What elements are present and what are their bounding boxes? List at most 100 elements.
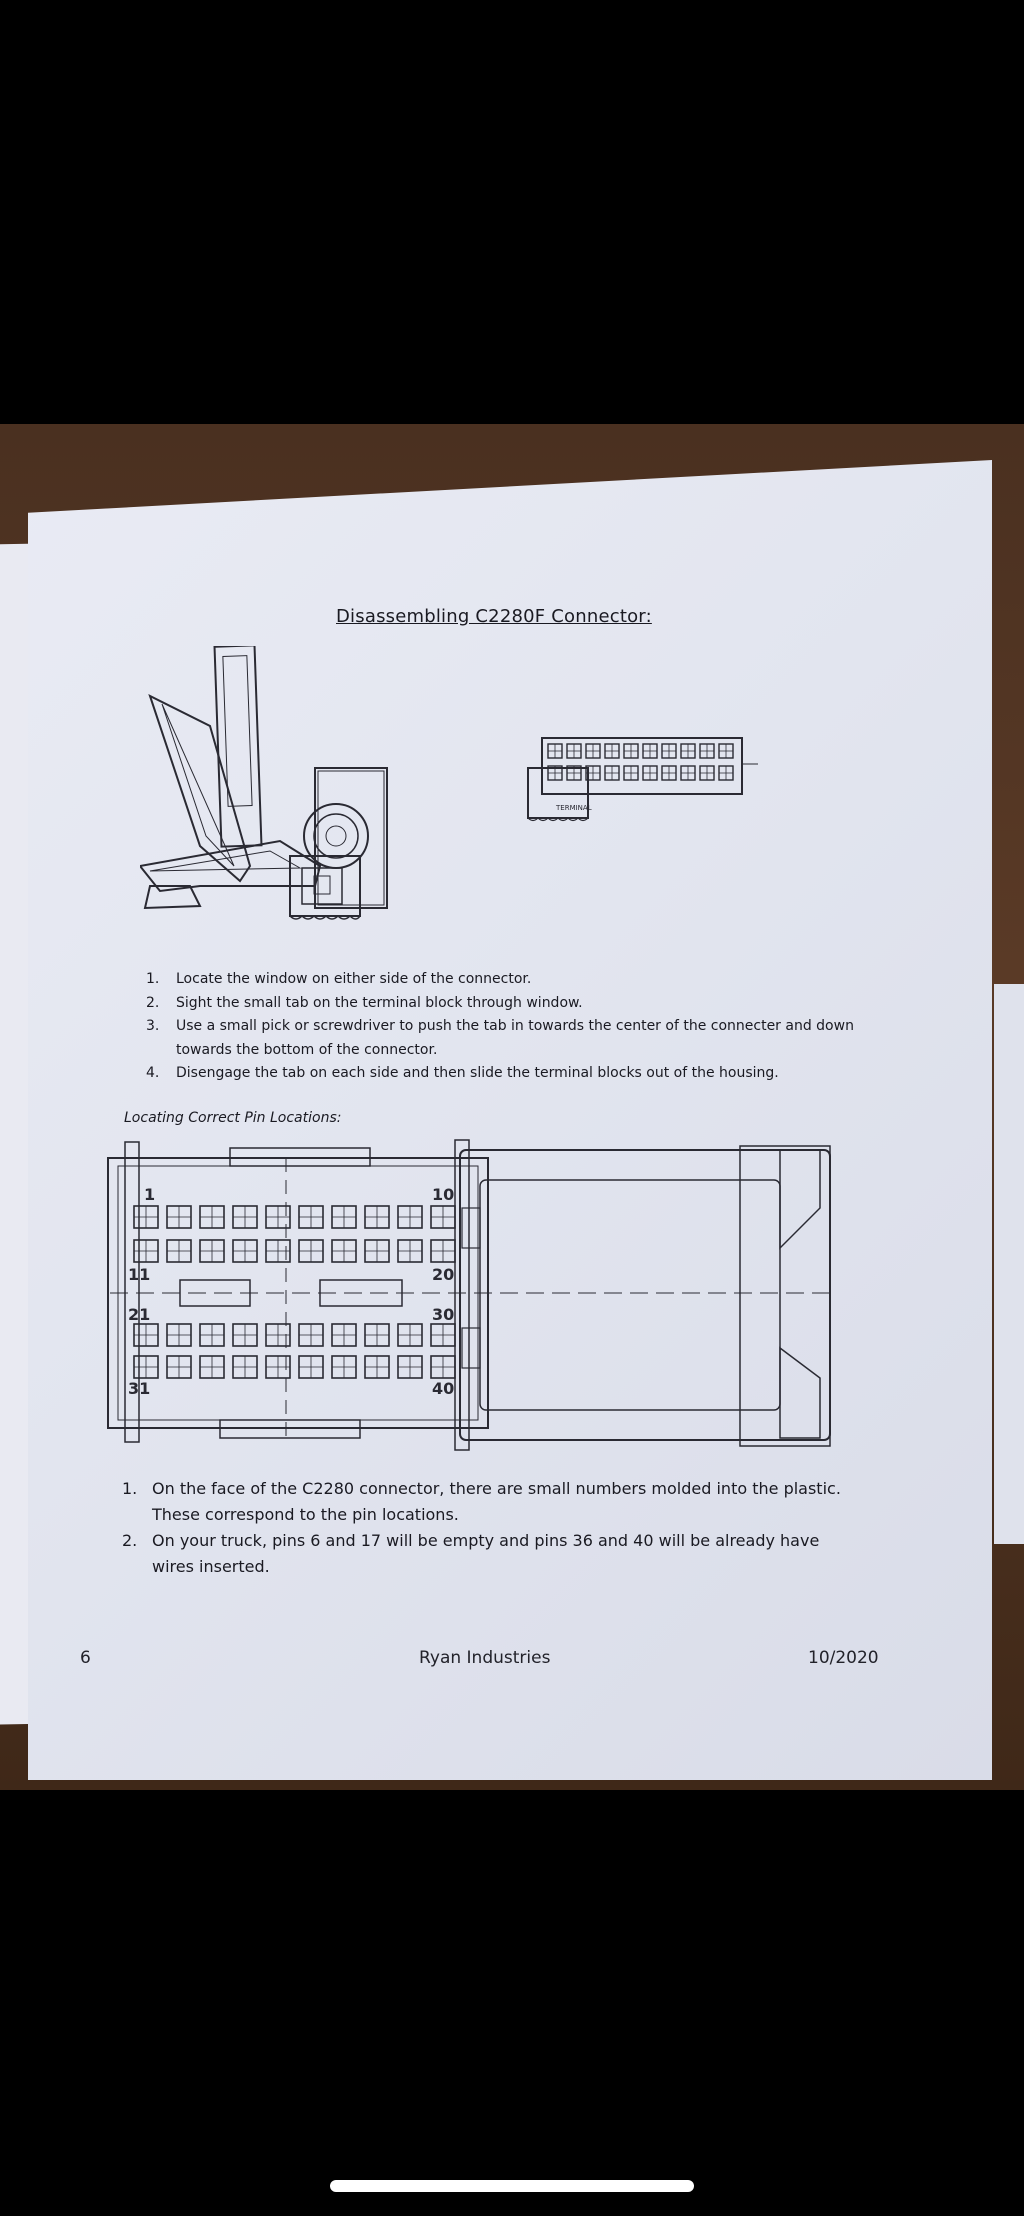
step-text: Sight the small tab on the terminal bloc… <box>176 994 583 1011</box>
pin-cavity-grid <box>431 1240 455 1262</box>
pin-cavity-grid <box>398 1324 422 1346</box>
underlying-page-right <box>994 984 1024 1544</box>
pin-label-21: 21 <box>128 1305 150 1324</box>
pin-cavity-grid <box>365 1324 389 1346</box>
step-text: Disengage the tab on each side and then … <box>176 1065 779 1081</box>
pin-locations-heading: Locating Correct Pin Locations: <box>124 1110 342 1126</box>
pin-cavity-grid <box>332 1206 356 1228</box>
face-cavity-grid <box>567 744 581 758</box>
pin-cavity-grid <box>200 1206 224 1228</box>
face-cavity-grid <box>586 744 600 758</box>
pin-label-31: 31 <box>128 1379 150 1398</box>
face-cavity-grid <box>643 744 657 758</box>
pin-cavity-grid <box>167 1206 191 1228</box>
pin-cavity-grid <box>398 1240 422 1262</box>
pin-cavity-grid <box>233 1324 257 1346</box>
pin-cavity-grid <box>431 1356 455 1378</box>
step-number: 4. <box>146 1065 160 1081</box>
note-text: On the face of the C2280 connector, ther… <box>152 1479 841 1524</box>
pin-cavity-grid <box>431 1324 455 1346</box>
pin-cavity-grid <box>200 1324 224 1346</box>
face-cavity-grid <box>681 766 695 780</box>
pin-cavity-grid <box>233 1356 257 1378</box>
document-title: Disassembling C2280F Connector: <box>336 606 652 627</box>
face-cavity-grid <box>719 744 733 758</box>
footer-company: Ryan Industries <box>419 1648 551 1668</box>
home-indicator[interactable] <box>330 2180 694 2192</box>
face-cavity-grid <box>624 766 638 780</box>
pin-cavity-grid <box>200 1240 224 1262</box>
pin-cavity-grid <box>365 1240 389 1262</box>
list-item: 2. Sight the small tab on the terminal bl… <box>146 992 866 1016</box>
pin-cavity-grid <box>365 1356 389 1378</box>
footer-page-number: 6 <box>80 1648 91 1668</box>
face-cavity-grid <box>662 744 676 758</box>
pin-cavity-grid <box>332 1356 356 1378</box>
pin-cavity-grid <box>134 1356 158 1378</box>
pin-cavity-grid <box>266 1324 290 1346</box>
list-item: 2. On your truck, pins 6 and 17 will be e… <box>122 1528 842 1580</box>
pin-cavity-grid <box>233 1240 257 1262</box>
note-text: On your truck, pins 6 and 17 will be emp… <box>152 1531 820 1576</box>
list-item: 3. Use a small pick or screwdriver to pus… <box>146 1015 866 1062</box>
pin-cavity-grid <box>299 1324 323 1346</box>
pin-layout-diagram: 1 10 11 20 21 30 31 40 <box>107 1139 835 1451</box>
list-item: 4. Disengage the tab on each side and the… <box>146 1062 866 1086</box>
pin-cavity-grid <box>167 1324 191 1346</box>
pin-label-20: 20 <box>432 1265 454 1284</box>
face-cavity-grid <box>700 744 714 758</box>
disassembly-steps: 1. Locate the window on either side of th… <box>146 968 866 1086</box>
pin-cavity-grid <box>431 1206 455 1228</box>
pin-cavity-grid <box>167 1356 191 1378</box>
note-number: 1. <box>122 1479 138 1498</box>
pin-cavity-grid <box>332 1240 356 1262</box>
pin-label-30: 30 <box>432 1305 454 1324</box>
connector-side-illustration <box>140 646 388 920</box>
pin-label-10: 10 <box>432 1185 454 1204</box>
step-number: 3. <box>146 1018 160 1034</box>
pin-cavity-grid <box>332 1324 356 1346</box>
face-cavity-grid <box>681 744 695 758</box>
step-text: Locate the window on either side of the … <box>176 971 532 987</box>
note-number: 2. <box>122 1531 138 1550</box>
pin-notes: 1. On the face of the C2280 connector, th… <box>122 1476 842 1580</box>
pin-cavity-grid <box>134 1324 158 1346</box>
face-cavity-grid <box>548 744 562 758</box>
face-cavity-grid <box>548 766 562 780</box>
pin-cavity-grid <box>398 1356 422 1378</box>
face-cavity-grid <box>719 766 733 780</box>
face-cavity-grid <box>605 744 619 758</box>
face-cavity-grid <box>567 766 581 780</box>
pin-cavity-grid <box>299 1356 323 1378</box>
pin-cavity-grid <box>200 1356 224 1378</box>
face-cavity-grid <box>624 744 638 758</box>
pin-cavity-grid <box>167 1240 191 1262</box>
pin-cavity-grid <box>299 1240 323 1262</box>
document-page <box>28 460 992 1780</box>
face-cavity-grid <box>643 766 657 780</box>
pin-cavity-grid <box>134 1206 158 1228</box>
step-number: 2. <box>146 994 160 1011</box>
list-item: 1. On the face of the C2280 connector, th… <box>122 1476 842 1528</box>
pin-label-40: 40 <box>432 1379 454 1398</box>
list-item: 1. Locate the window on either side of th… <box>146 968 866 992</box>
step-text: Use a small pick or screwdriver to push … <box>176 1018 854 1058</box>
svg-text:TERMINAL: TERMINAL <box>555 804 592 812</box>
step-number: 1. <box>146 971 160 987</box>
pin-label-1: 1 <box>144 1185 155 1204</box>
pin-cavity-grid <box>299 1206 323 1228</box>
pin-cavity-grid <box>266 1206 290 1228</box>
pin-cavity-grid <box>134 1240 158 1262</box>
pin-cavity-grid <box>233 1206 257 1228</box>
face-cavity-grid <box>605 766 619 780</box>
face-cavity-grid <box>700 766 714 780</box>
face-cavity-grid <box>586 766 600 780</box>
pin-cavity-grid <box>266 1356 290 1378</box>
connector-face-illustration: TERMINAL <box>527 737 758 822</box>
face-cavity-grid <box>662 766 676 780</box>
photo-background <box>0 424 1024 1790</box>
pin-cavity-grid <box>398 1206 422 1228</box>
pin-cavity-grid <box>266 1240 290 1262</box>
footer-date: 10/2020 <box>808 1648 879 1668</box>
pin-cavity-grid <box>365 1206 389 1228</box>
